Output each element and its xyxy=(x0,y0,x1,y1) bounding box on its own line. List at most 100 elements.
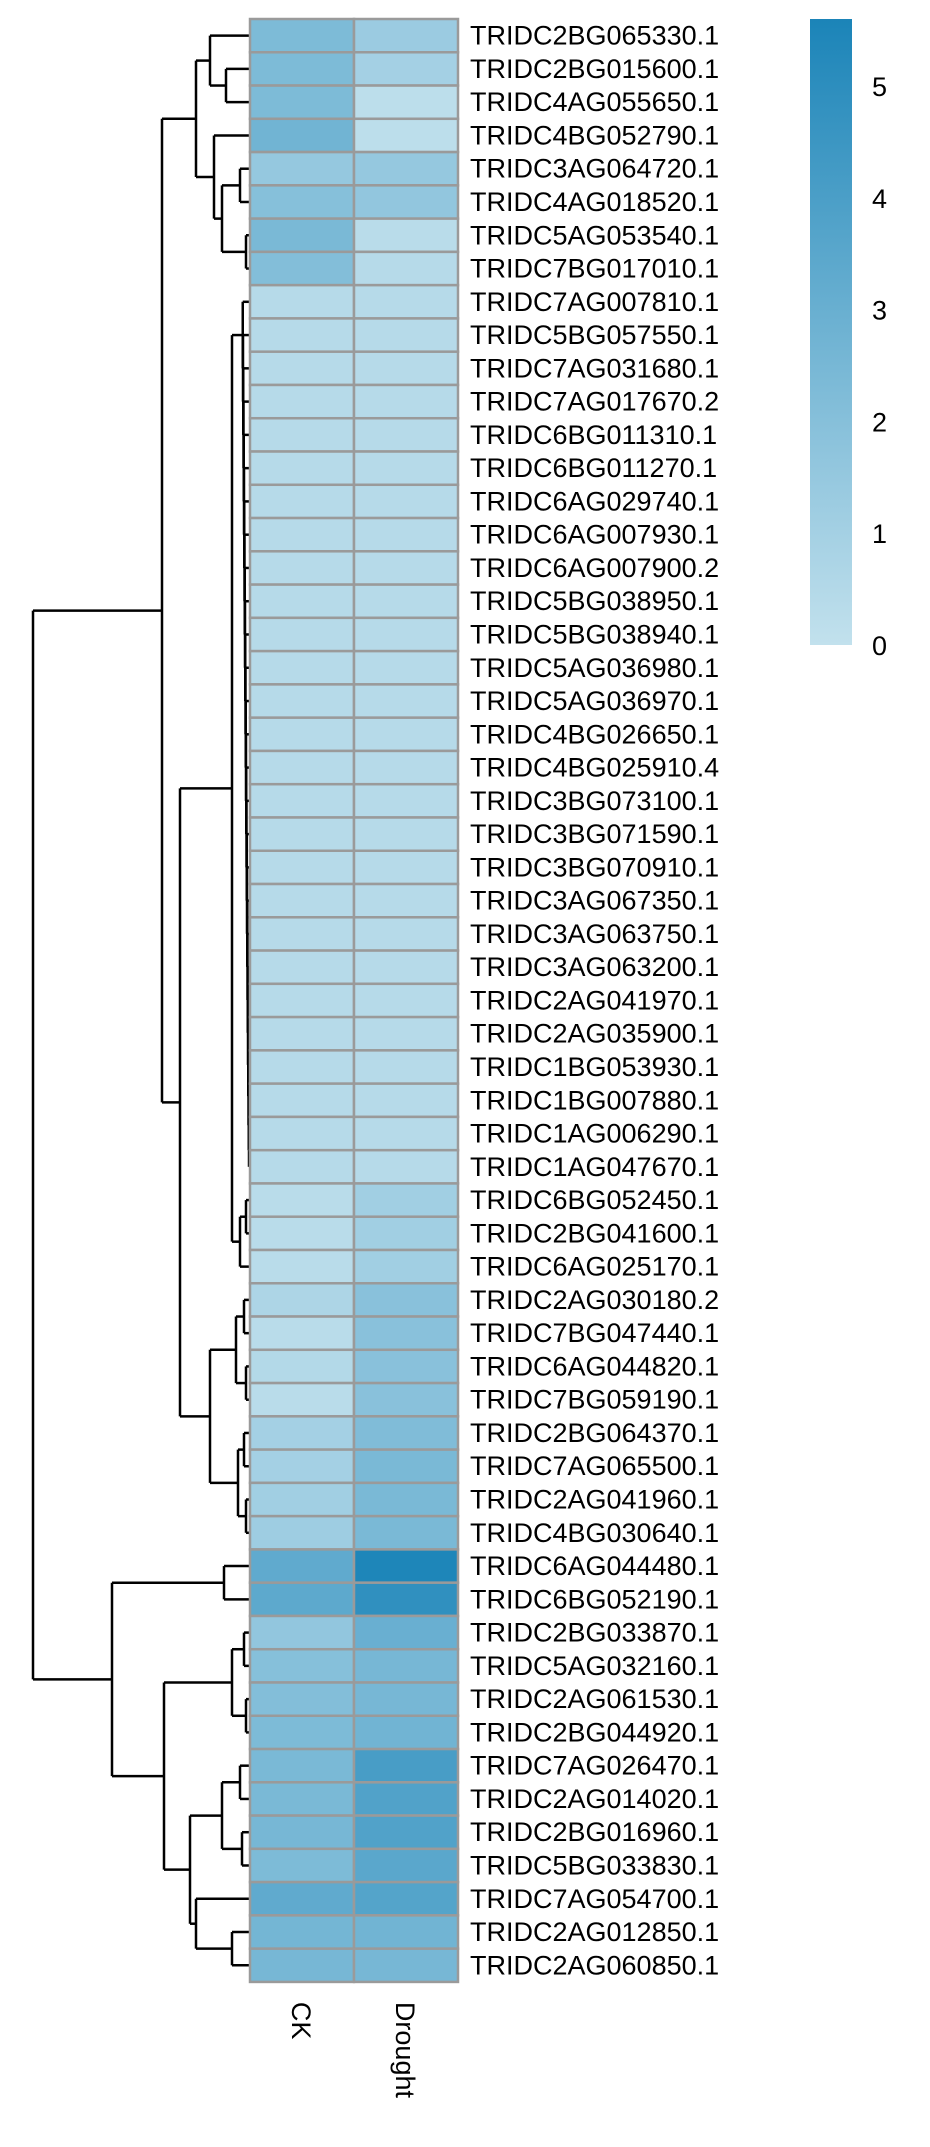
row-label: TRIDC2BG016960.1 xyxy=(470,1817,719,1847)
heatmap-cell xyxy=(248,416,356,453)
heatmap-cell xyxy=(352,1148,460,1185)
heatmap-cell xyxy=(248,184,356,220)
heatmap-cell xyxy=(248,383,356,420)
heatmap-cell xyxy=(248,550,356,586)
heatmap-cell xyxy=(248,716,356,753)
heatmap-cell xyxy=(352,516,460,553)
row-label: TRIDC6BG052190.1 xyxy=(470,1584,719,1614)
row-label: TRIDC2AG014020.1 xyxy=(470,1784,719,1814)
heatmap-cell xyxy=(248,849,356,886)
row-label: TRIDC7AG017670.2 xyxy=(470,387,719,417)
column-label: Drought xyxy=(390,2002,420,2099)
row-label: TRIDC2AG061530.1 xyxy=(470,1684,719,1714)
row-label: TRIDC3AG067350.1 xyxy=(470,886,719,916)
heatmap-cell xyxy=(352,51,460,87)
heatmap-cell xyxy=(248,1448,356,1485)
heatmap-cell xyxy=(248,1049,356,1085)
row-label: TRIDC6BG011310.1 xyxy=(470,420,717,450)
heatmap-cell xyxy=(248,1415,356,1451)
heatmap-cell xyxy=(352,1781,460,1817)
heatmap-cells xyxy=(248,17,460,1984)
row-label: TRIDC7AG007810.1 xyxy=(470,287,719,317)
row-label: TRIDC3BG071590.1 xyxy=(470,819,719,849)
row-labels: TRIDC2BG065330.1TRIDC2BG015600.1TRIDC4AG… xyxy=(470,21,719,1981)
row-label: TRIDC6AG044820.1 xyxy=(470,1351,719,1381)
heatmap-cell xyxy=(352,616,460,653)
heatmap-cell xyxy=(248,17,356,54)
row-label: TRIDC1AG047670.1 xyxy=(470,1152,719,1182)
row-label: TRIDC2AG030180.2 xyxy=(470,1285,719,1315)
heatmap-cell xyxy=(352,716,460,753)
row-label: TRIDC6AG007900.2 xyxy=(470,553,719,583)
row-label: TRIDC7AG031680.1 xyxy=(470,353,719,383)
row-label: TRIDC3AG064720.1 xyxy=(470,154,719,184)
row-label: TRIDC4BG030640.1 xyxy=(470,1518,719,1548)
row-label: TRIDC5BG038950.1 xyxy=(470,586,719,616)
heatmap-cell xyxy=(248,583,356,620)
heatmap-cell xyxy=(248,1581,356,1618)
heatmap-cell xyxy=(352,982,460,1019)
heatmap-cell xyxy=(352,1481,460,1518)
heatmap-cell xyxy=(352,84,460,121)
heatmap-cell xyxy=(248,51,356,87)
heatmap-cell xyxy=(248,1115,356,1152)
row-label: TRIDC2BG044920.1 xyxy=(470,1717,719,1747)
row-label: TRIDC7BG017010.1 xyxy=(470,254,719,284)
heatmap-cell xyxy=(352,1714,460,1751)
row-label: TRIDC7BG059190.1 xyxy=(470,1385,719,1415)
heatmap-cell xyxy=(248,1315,356,1352)
heatmap-cell xyxy=(352,416,460,453)
heatmap-cell xyxy=(352,683,460,719)
row-label: TRIDC4AG018520.1 xyxy=(470,187,719,217)
heatmap-cell xyxy=(352,1082,460,1119)
heatmap-cell xyxy=(352,1348,460,1385)
heatmap-cell xyxy=(248,882,356,919)
row-label: TRIDC2AG060850.1 xyxy=(470,1950,719,1980)
heatmap-cell xyxy=(248,84,356,121)
heatmap-cell xyxy=(352,1448,460,1485)
heatmap-cell xyxy=(248,150,356,187)
heatmap-cell xyxy=(352,550,460,586)
heatmap-cell xyxy=(248,1514,356,1551)
heatmap-cell xyxy=(352,916,460,952)
row-label: TRIDC1BG053930.1 xyxy=(470,1052,719,1082)
heatmap-cell xyxy=(352,317,460,353)
heatmap-cell xyxy=(248,749,356,786)
row-label: TRIDC2BG064370.1 xyxy=(470,1418,719,1448)
heatmap-cell xyxy=(352,649,460,686)
heatmap-cell xyxy=(248,1015,356,1052)
heatmap-cell xyxy=(352,849,460,886)
heatmap-cell xyxy=(248,1914,356,1950)
heatmap-cell xyxy=(248,916,356,952)
heatmap-cell xyxy=(352,483,460,520)
row-label: TRIDC4BG026650.1 xyxy=(470,719,719,749)
row-label: TRIDC7BG047440.1 xyxy=(470,1318,719,1348)
heatmap-cell xyxy=(248,483,356,520)
row-label: TRIDC3BG073100.1 xyxy=(470,786,719,816)
heatmap-cell xyxy=(248,982,356,1019)
row-label: TRIDC4BG052790.1 xyxy=(470,120,719,150)
heatmap-cell xyxy=(248,350,356,387)
heatmap-cell xyxy=(352,150,460,187)
heatmap-cell xyxy=(248,1614,356,1651)
row-label: TRIDC2BG065330.1 xyxy=(470,21,719,51)
heatmap-cell xyxy=(352,1315,460,1352)
row-label: TRIDC1AG006290.1 xyxy=(470,1119,719,1149)
heatmap-cell xyxy=(248,283,356,320)
row-label: TRIDC6AG025170.1 xyxy=(470,1252,719,1282)
heatmap-cell xyxy=(248,1880,356,1917)
heatmap-cell xyxy=(352,1415,460,1451)
heatmap-cell xyxy=(352,283,460,320)
heatmap-cell xyxy=(352,1182,460,1218)
heatmap-cell xyxy=(248,616,356,653)
heatmap-cell xyxy=(248,1082,356,1119)
row-label: TRIDC5BG057550.1 xyxy=(470,320,719,350)
row-label: TRIDC6BG052450.1 xyxy=(470,1185,719,1215)
heatmap-cell xyxy=(248,782,356,819)
row-label: TRIDC3AG063200.1 xyxy=(470,952,719,982)
heatmap-cell xyxy=(352,1215,460,1252)
heatmap-cell xyxy=(248,516,356,553)
